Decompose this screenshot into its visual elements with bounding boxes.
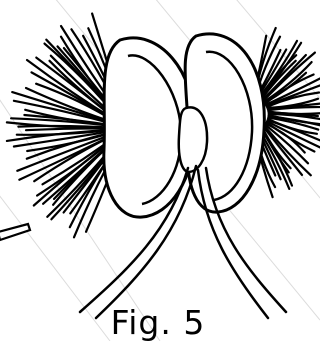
figure-caption: Fig. 5 <box>111 303 206 341</box>
center-binding <box>179 107 207 172</box>
needle-icon <box>0 224 30 240</box>
